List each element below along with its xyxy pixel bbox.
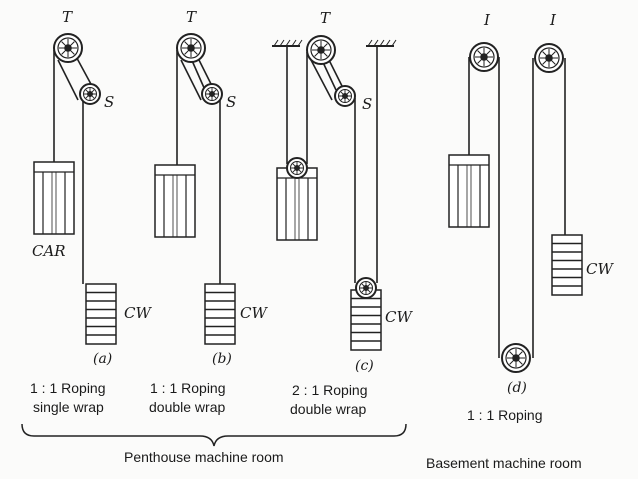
diagram-a: [33, 33, 117, 345]
wrap-type: double wrap: [149, 399, 225, 415]
hoist-rope: [180, 59, 202, 101]
traction-sheave-icon: [306, 35, 336, 65]
counterweight-icon: [85, 283, 117, 345]
wrap-type: single wrap: [33, 399, 104, 415]
cw-label: CW: [385, 308, 413, 326]
car-icon: [448, 154, 490, 228]
sheave-label-t: T: [320, 9, 331, 27]
diagram-b: [154, 33, 236, 345]
idler-sheave-icon: [469, 42, 499, 72]
idler-label-left: I: [483, 11, 491, 29]
traction-sheave-icon: [176, 33, 206, 63]
fixed-support-icon: [367, 39, 397, 47]
diagram-c: [272, 35, 397, 351]
hoist-rope: [57, 59, 79, 101]
idler-sheave-icon: [534, 43, 564, 73]
roping-type: 1 : 1 Roping: [467, 407, 543, 423]
subfigure-label: (d): [507, 380, 527, 396]
counterweight-icon: [204, 283, 236, 345]
sheave-label-t: T: [186, 8, 197, 26]
grouping-brace: [21, 423, 407, 447]
sheave-label-s: S: [362, 95, 372, 113]
car-icon: [154, 164, 196, 238]
wrap-type: double wrap: [290, 401, 366, 417]
sheave-label-s: S: [226, 93, 236, 111]
roping-type: 2 : 1 Roping: [292, 382, 368, 398]
penthouse-caption: Penthouse machine room: [124, 449, 284, 465]
fixed-support-icon: [273, 39, 303, 47]
subfigure-label: (a): [93, 351, 112, 367]
subfigure-label: (c): [355, 358, 374, 374]
roping-type: 1 : 1 Roping: [150, 380, 226, 396]
car-icon: [33, 161, 75, 235]
idler-label-right: I: [549, 11, 557, 29]
secondary-sheave-icon: [201, 83, 223, 105]
traction-sheave-icon: [501, 343, 531, 373]
secondary-sheave-icon: [79, 83, 101, 105]
cw-label: CW: [124, 304, 152, 322]
secondary-sheave-icon: [334, 85, 356, 107]
car-label: CAR: [32, 242, 66, 260]
subfigure-label: (b): [212, 351, 232, 367]
cw-label: CW: [586, 260, 614, 278]
traction-sheave-icon: [53, 33, 83, 63]
basement-caption: Basement machine room: [426, 455, 582, 471]
sheave-label-t: T: [62, 8, 73, 26]
cw-label: CW: [240, 304, 268, 322]
counterweight-icon: [551, 234, 583, 296]
sheave-label-s: S: [104, 93, 114, 111]
roping-type: 1 : 1 Roping: [30, 380, 106, 396]
counterweight-sheave-icon: [355, 277, 377, 299]
hoist-rope: [310, 59, 333, 101]
car-sheave-icon: [286, 157, 308, 179]
diagram-d: [448, 42, 583, 373]
